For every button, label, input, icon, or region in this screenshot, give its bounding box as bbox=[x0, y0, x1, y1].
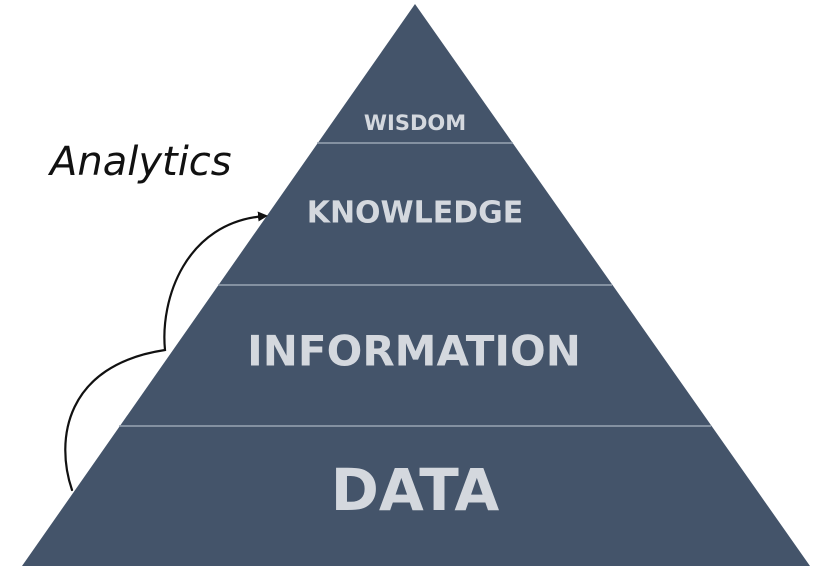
analytics-annotation: Analytics bbox=[47, 139, 232, 185]
tier-label-knowledge: KNOWLEDGE bbox=[307, 196, 524, 231]
tier-label-information: INFORMATION bbox=[247, 327, 581, 376]
curved-arrow-icon bbox=[64, 211, 268, 492]
tier-label-wisdom: WISDOM bbox=[364, 111, 466, 135]
tier-label-data: DATA bbox=[331, 456, 500, 524]
